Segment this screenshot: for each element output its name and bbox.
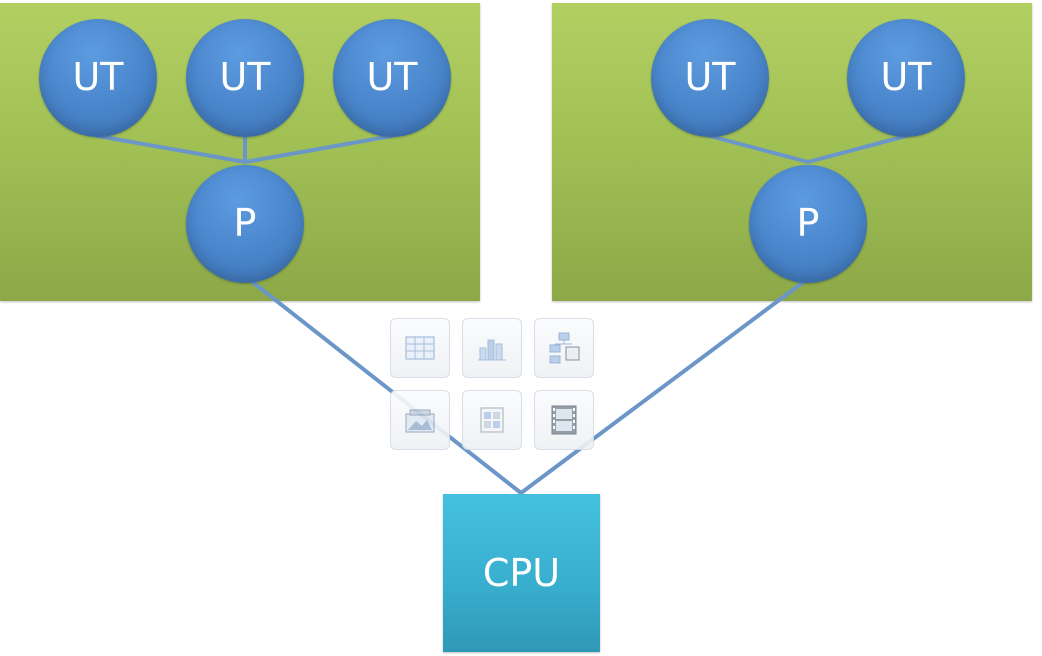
media-clip-icon bbox=[551, 405, 577, 435]
insert-picture-button[interactable] bbox=[390, 390, 450, 450]
user-thread-label: UT bbox=[684, 55, 736, 99]
user-thread-label: UT bbox=[219, 55, 271, 99]
process-label: P bbox=[233, 201, 257, 245]
chart-icon bbox=[478, 339, 506, 361]
process-node: P bbox=[749, 165, 867, 283]
clip-art-icon bbox=[480, 407, 504, 433]
user-thread-node: UT bbox=[333, 19, 451, 137]
cpu-label: CPU bbox=[482, 551, 561, 595]
user-thread-node: UT bbox=[847, 19, 965, 137]
cpu-box: CPU bbox=[443, 494, 600, 652]
link-p-left-cpu bbox=[248, 278, 523, 495]
insert-media-clip-button[interactable] bbox=[534, 390, 594, 450]
user-thread-node: UT bbox=[186, 19, 304, 137]
table-icon bbox=[405, 336, 435, 360]
user-thread-label: UT bbox=[880, 55, 932, 99]
process-node: P bbox=[186, 165, 304, 283]
insert-table-button[interactable] bbox=[390, 318, 450, 378]
picture-icon bbox=[405, 409, 435, 433]
insert-smartart-button[interactable] bbox=[534, 318, 594, 378]
smartart-icon bbox=[549, 332, 580, 364]
user-thread-node: UT bbox=[39, 19, 157, 137]
user-thread-label: UT bbox=[366, 55, 418, 99]
user-thread-node: UT bbox=[651, 19, 769, 137]
link-p-right-cpu bbox=[519, 278, 808, 495]
user-thread-label: UT bbox=[72, 55, 124, 99]
insert-chart-button[interactable] bbox=[462, 318, 522, 378]
insert-clip-art-button[interactable] bbox=[462, 390, 522, 450]
process-label: P bbox=[796, 201, 820, 245]
